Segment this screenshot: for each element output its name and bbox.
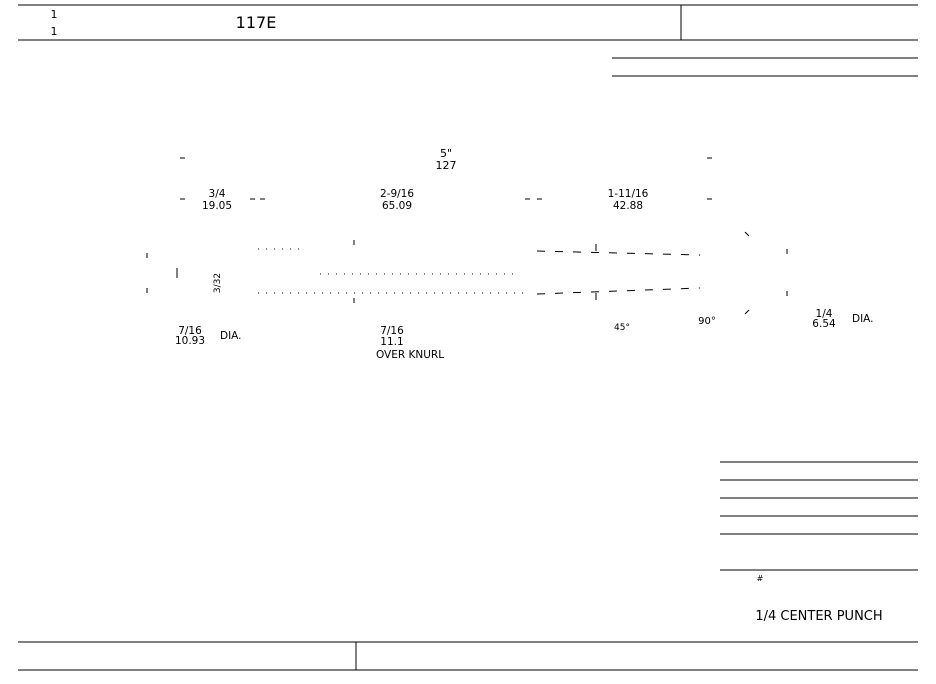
parts-block: # 1/4 CENTER PUNCH [720, 461, 918, 624]
overall-length-in: 5" [440, 147, 452, 160]
diameter-annotations: 7/16 10.93 DIA. 7/16 11.1 OVER KNURL 45°… [175, 308, 874, 361]
top-title-block: 1 1 117E [18, 4, 918, 41]
point-edge [744, 309, 750, 315]
tip-dia-suffix: DIA. [220, 330, 242, 342]
tip-dia-in: 7/16 [178, 325, 202, 337]
point-dimension: 3/32 [213, 273, 223, 293]
tip-dia-mm: 10.93 [175, 335, 205, 347]
body-length-in: 2-9/16 [380, 188, 414, 200]
shank-outline [536, 250, 701, 256]
angle-left: 45° [614, 323, 630, 333]
part-name: 1/4 CENTER PUNCH [755, 609, 882, 624]
head-dia-in: 1/4 [816, 308, 833, 320]
center-punch-profile: 3/32 [146, 231, 788, 315]
tip-length-mm: 19.05 [202, 200, 232, 212]
angle-right: 90° [698, 316, 716, 327]
shank-length-mm: 42.88 [613, 200, 643, 212]
body-length-mm: 65.09 [382, 200, 412, 212]
fraction-top: 1 [51, 8, 58, 21]
knurl-dia-mm: 11.1 [380, 336, 403, 348]
revision-rules [612, 57, 918, 77]
overall-length-mm: 127 [436, 159, 457, 172]
point-edge [744, 231, 750, 237]
head-dia-suffix: DIA. [852, 313, 874, 325]
drawing-number: 117E [236, 13, 277, 32]
segment-dimensions: 3/4 19.05 2-9/16 65.09 1-11/16 42.88 [180, 188, 712, 212]
head-dia-mm: 6.54 [812, 318, 836, 330]
bottom-title-block [18, 641, 918, 671]
shank-length-in: 1-11/16 [608, 188, 649, 200]
overall-length-dimension: 5" 127 [180, 147, 712, 172]
fraction-bottom: 1 [51, 25, 58, 38]
small-mark: # [757, 574, 764, 583]
knurl-dia-in: 7/16 [380, 325, 404, 337]
tip-length-in: 3/4 [209, 188, 226, 200]
knurl-note: OVER KNURL [376, 349, 444, 361]
shank-outline [536, 287, 701, 295]
